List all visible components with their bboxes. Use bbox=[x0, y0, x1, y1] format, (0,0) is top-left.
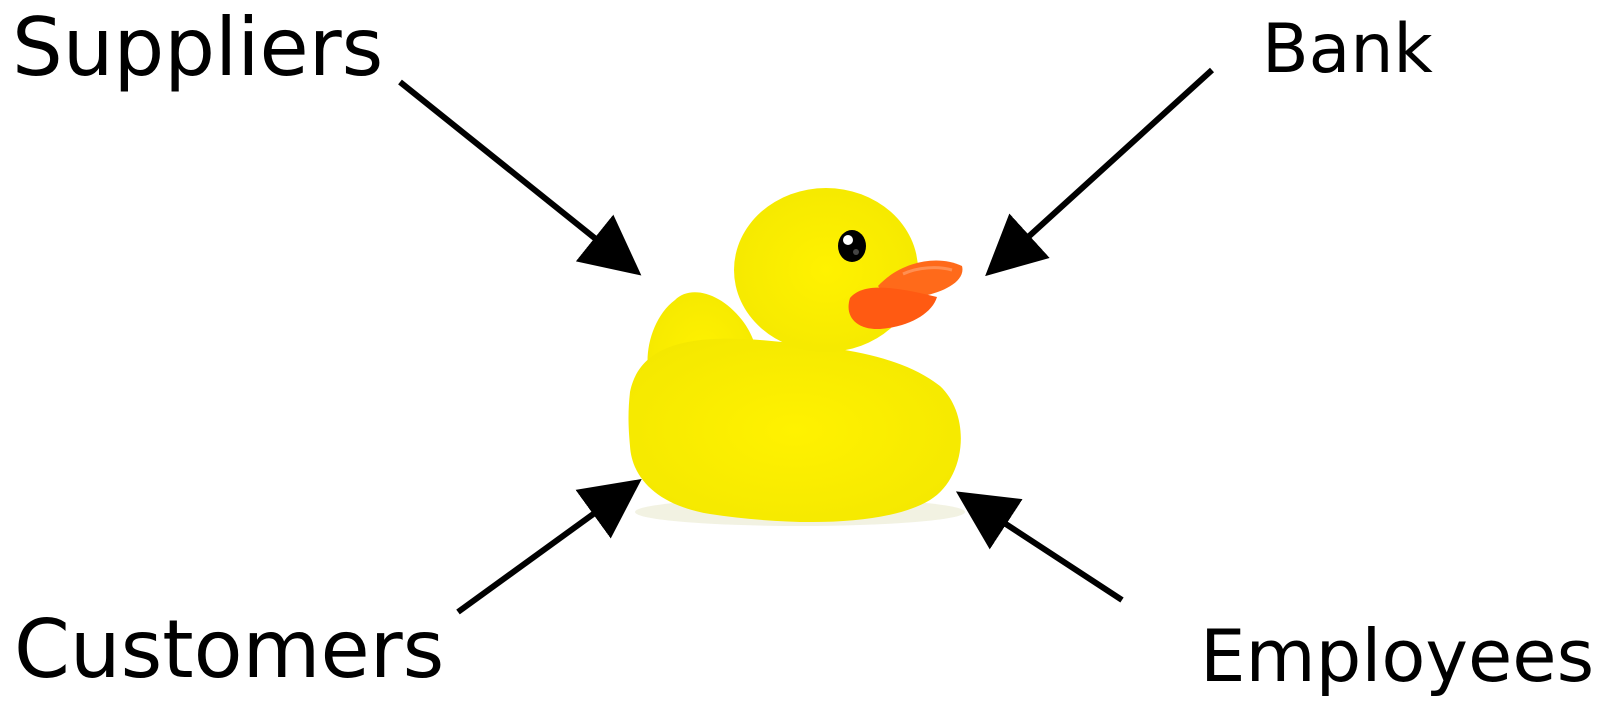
label-bank: Bank bbox=[1262, 16, 1433, 84]
rubber-duck-icon bbox=[629, 188, 966, 526]
arrow-suppliers bbox=[400, 82, 632, 268]
arrow-bank bbox=[994, 70, 1212, 268]
arrow-employees bbox=[966, 498, 1122, 600]
label-employees: Employees bbox=[1200, 620, 1594, 692]
arrow-customers bbox=[458, 486, 632, 612]
label-suppliers: Suppliers bbox=[12, 8, 383, 88]
label-customers: Customers bbox=[14, 610, 444, 690]
